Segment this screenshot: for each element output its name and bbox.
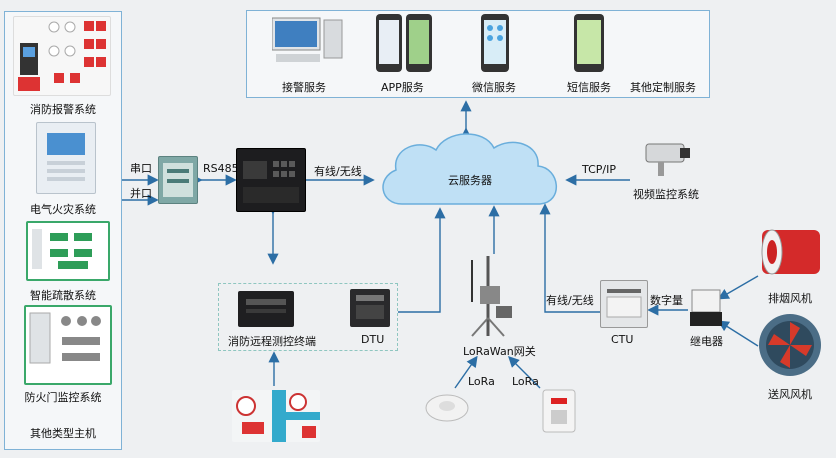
smartphones-app-image xyxy=(374,14,434,74)
ctu-label: CTU xyxy=(611,333,634,346)
protocol-converter-image xyxy=(158,156,198,204)
electrical-fire-panel-image xyxy=(36,122,96,194)
dtu-label: DTU xyxy=(361,333,385,346)
relay-label: 继电器 xyxy=(690,335,723,348)
supply-relay-arrow xyxy=(717,320,759,347)
serial-port-label: 串口 xyxy=(130,162,152,175)
lora-right-label: LoRa xyxy=(512,375,539,388)
evacuation-devices-image xyxy=(26,221,110,281)
fire-door-devices-image xyxy=(24,305,112,385)
service-label-3: 微信服务 xyxy=(472,81,516,94)
camera-image xyxy=(640,136,694,182)
tcpip-label: TCP/IP xyxy=(582,163,616,176)
smoke-detector-image xyxy=(424,390,470,424)
sms-phone-image xyxy=(574,14,604,74)
cloud-shape xyxy=(382,133,558,205)
left-system-label-5: 其他类型主机 xyxy=(30,427,96,440)
lorawan-gateway-image xyxy=(462,256,520,342)
service-label-5: 其他定制服务 xyxy=(630,81,696,94)
left-system-label-3: 智能疏散系统 xyxy=(30,289,96,302)
parallel-port-label: 并口 xyxy=(130,187,152,200)
fire-alarm-devices-image xyxy=(13,16,111,96)
camera-label: 视频监控系统 xyxy=(633,188,699,201)
remote-terminal-label: 消防远程测控终端 xyxy=(228,335,316,348)
user-info-device-image xyxy=(236,148,306,212)
supply-fan-image xyxy=(756,312,828,378)
remote-terminal-image xyxy=(238,291,294,327)
left-system-label-1: 消防报警系统 xyxy=(30,103,96,116)
lora-left-label: LoRa xyxy=(468,375,495,388)
exhaust-fan-image xyxy=(758,222,824,282)
service-label-4: 短信服务 xyxy=(567,81,611,94)
exhaust-relay-arrow xyxy=(717,275,759,300)
remote-terminal-group xyxy=(218,283,398,351)
supply-fan-label: 送风风机 xyxy=(768,388,812,401)
wired-wireless-right-label: 有线/无线 xyxy=(546,294,594,307)
dtu-cloud-arrow xyxy=(398,207,446,313)
wired-wireless-label: 有线/无线 xyxy=(314,165,362,178)
wechat-phone-image xyxy=(481,14,509,74)
digital-quantity-label: 数字量 xyxy=(650,294,683,307)
ctu-image xyxy=(600,280,648,328)
rs485-label: RS485 xyxy=(203,162,239,175)
gas-gateway-arrow xyxy=(508,356,541,389)
exhaust-fan-label: 排烟风机 xyxy=(768,292,812,305)
desktop-computer-image xyxy=(271,16,344,66)
ctu-cloud-arrow xyxy=(539,203,600,313)
dtu-image xyxy=(350,289,390,327)
smoke-gateway-arrow xyxy=(454,355,478,389)
cloud-server-label: 云服务器 xyxy=(448,174,492,187)
relay-image xyxy=(688,286,724,328)
service-label-2: APP服务 xyxy=(381,81,424,94)
service-label-1: 接警服务 xyxy=(282,81,326,94)
left-system-label-4: 防火门监控系统 xyxy=(24,391,102,404)
gateway-label: LoRaWan网关 xyxy=(463,345,536,358)
services-panel xyxy=(246,10,710,98)
left-system-label-2: 电气火灾系统 xyxy=(30,203,96,216)
valves-pipes-image xyxy=(232,390,320,442)
gas-detector-image xyxy=(541,388,577,434)
